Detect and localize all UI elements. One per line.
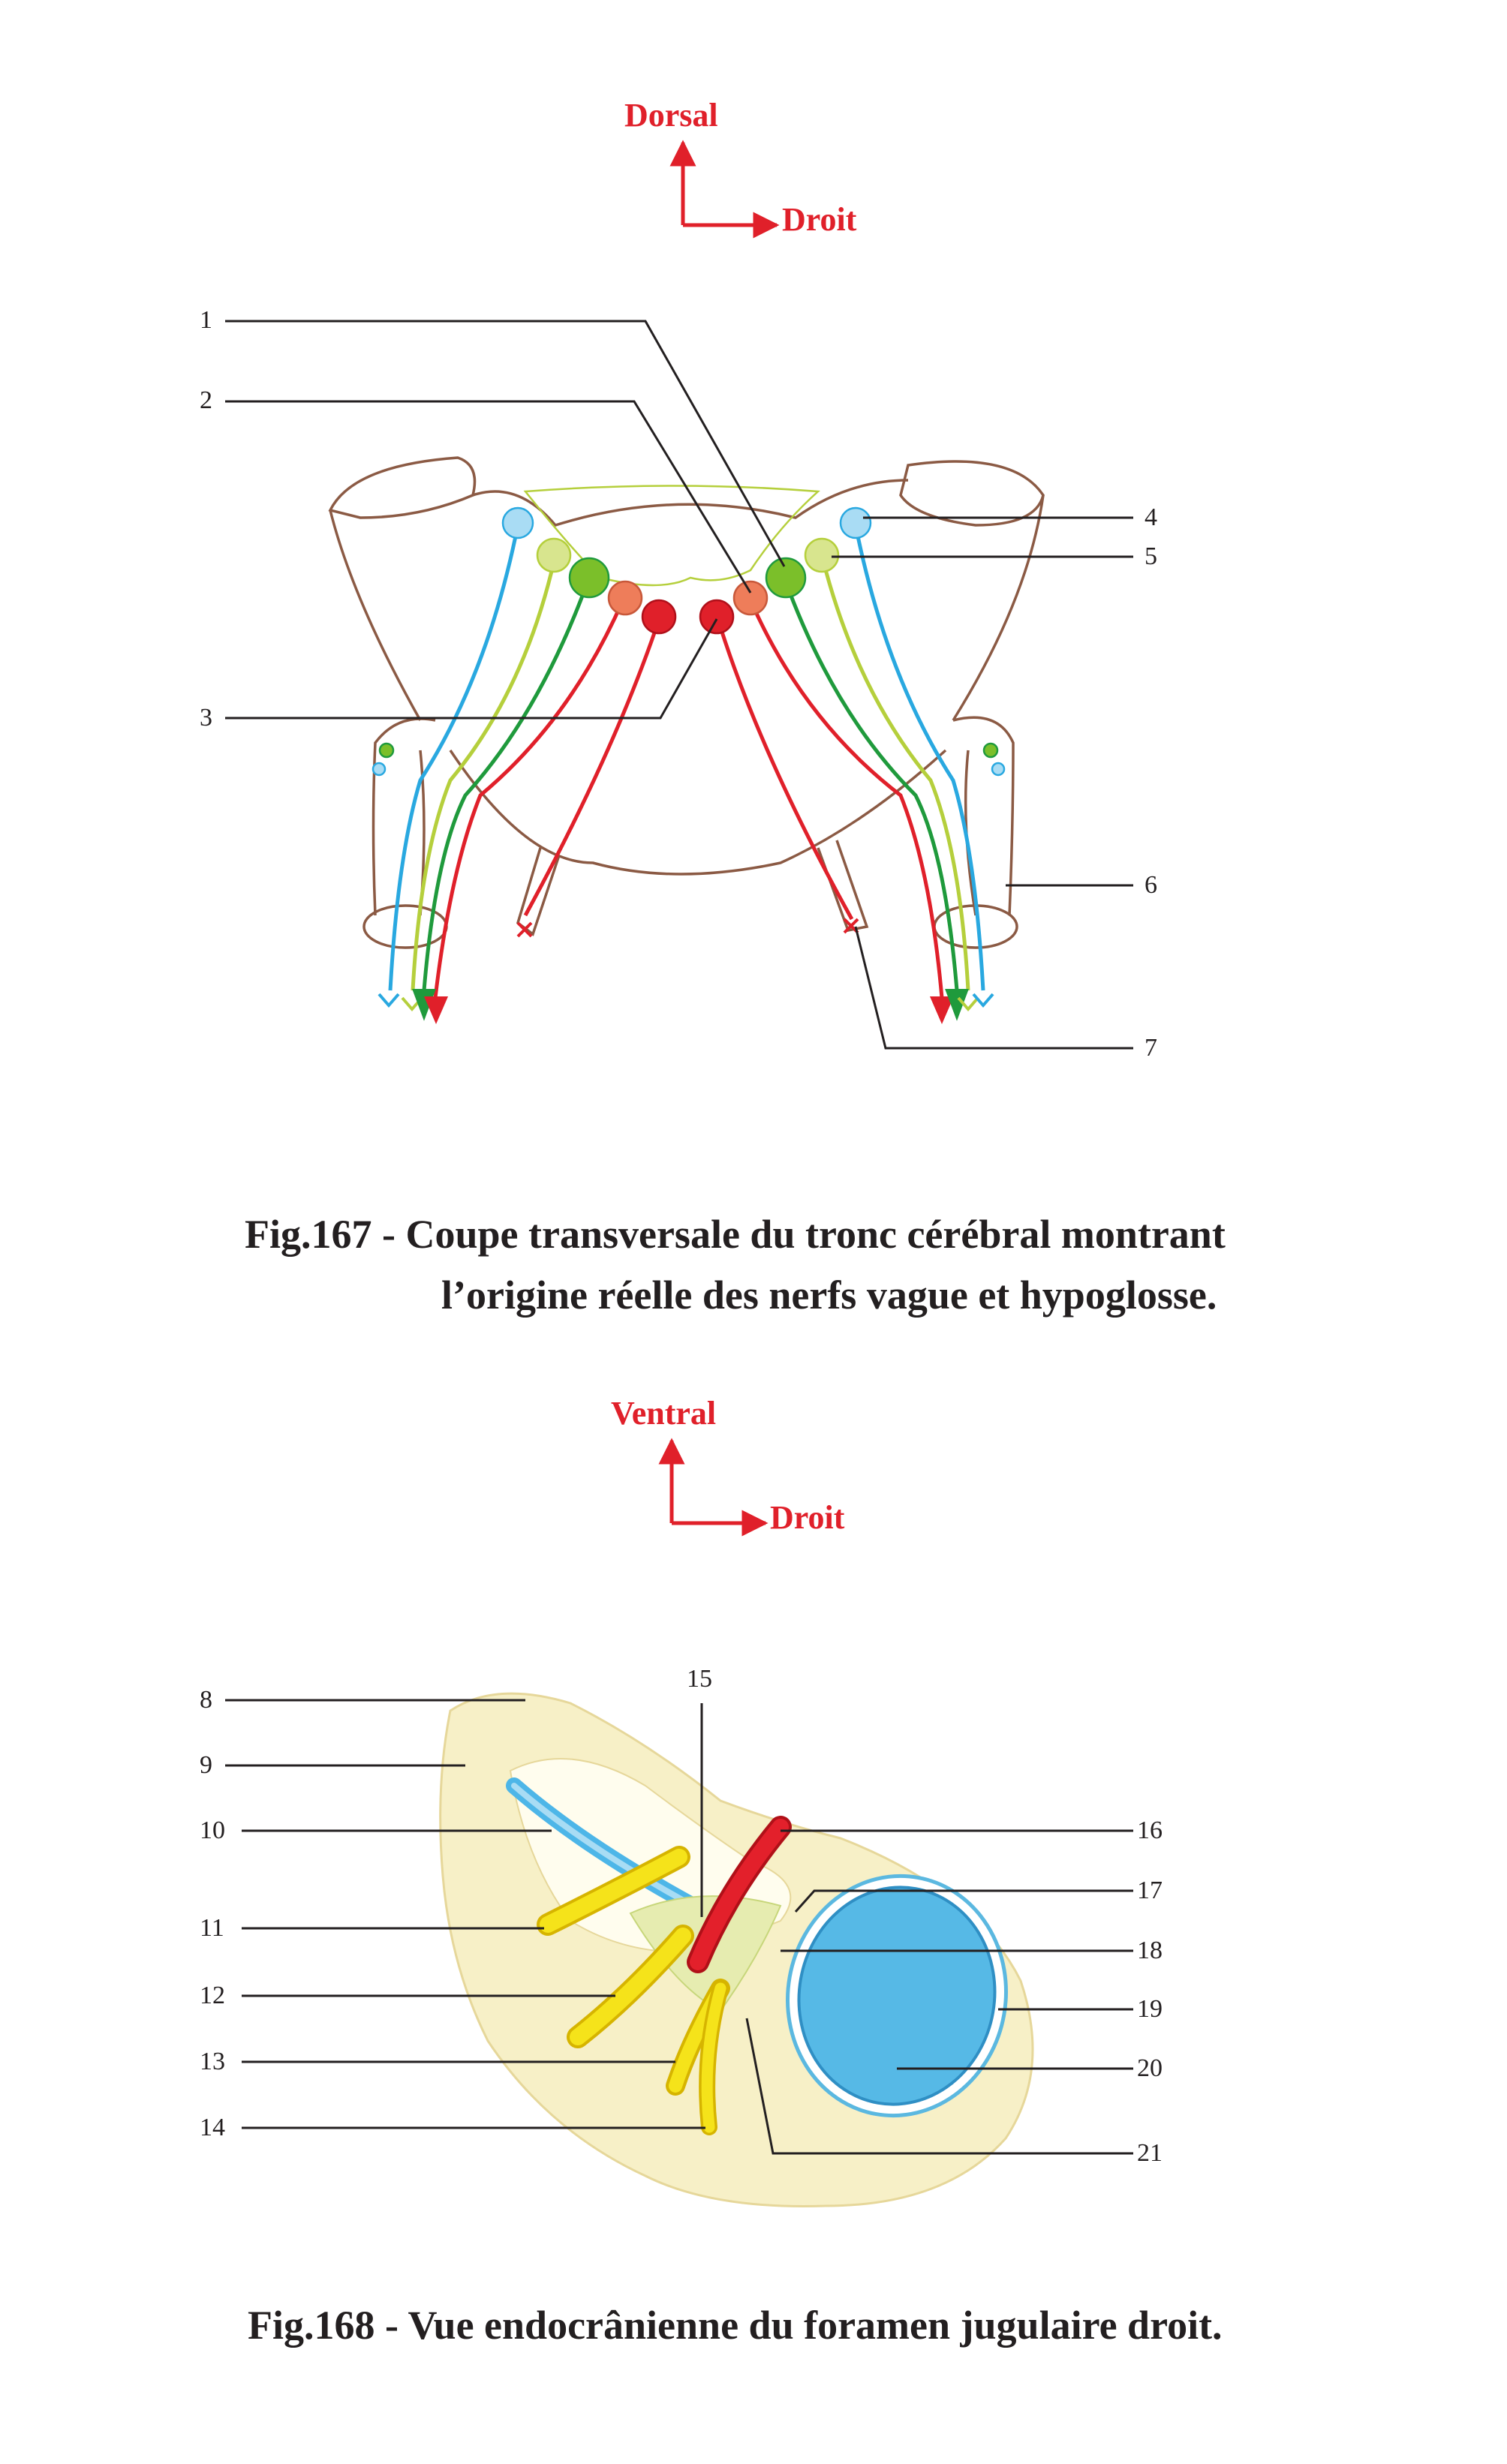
nuclei bbox=[371, 506, 1006, 777]
orientation-indicator-168: Ventral Droit bbox=[611, 1395, 845, 1537]
label-8: 8 bbox=[200, 1686, 212, 1714]
right-label-168: Droit bbox=[770, 1499, 845, 1536]
nerves-168 bbox=[537, 1846, 730, 2135]
label-11: 11 bbox=[200, 1914, 224, 1942]
label-6: 6 bbox=[1145, 871, 1157, 899]
label-10: 10 bbox=[200, 1816, 225, 1844]
nucleus-right-salmon bbox=[732, 580, 769, 616]
number-labels-168: 8 9 10 11 12 13 14 15 16 17 18 19 20 21 bbox=[200, 1665, 1163, 2167]
nucleus-left-salmon bbox=[607, 580, 643, 616]
figure-167: Dorsal Droit bbox=[200, 97, 1226, 1318]
nerve-fibers bbox=[388, 524, 985, 999]
label-20: 20 bbox=[1137, 2054, 1163, 2082]
nucleus-left-lightgreen bbox=[536, 537, 572, 573]
label-19: 19 bbox=[1137, 1995, 1163, 2023]
jugular-bulb bbox=[786, 1874, 1008, 2118]
nucleus-right-blue bbox=[839, 506, 872, 539]
leader-lines-167 bbox=[225, 320, 1133, 1050]
label-7: 7 bbox=[1145, 1034, 1157, 1062]
label-4: 4 bbox=[1145, 503, 1157, 531]
caption-168: Fig.168 - Vue endocrânienne du foramen j… bbox=[248, 2303, 1223, 2348]
label-15: 15 bbox=[687, 1665, 712, 1693]
nucleus-left-green bbox=[568, 557, 610, 599]
brainstem-section bbox=[328, 456, 1045, 949]
label-5: 5 bbox=[1145, 542, 1157, 570]
label-1: 1 bbox=[200, 306, 212, 334]
fiber-arrowheads bbox=[378, 918, 994, 1025]
caption-167-line2: l’origine réelle des nerfs vague et hypo… bbox=[441, 1273, 1217, 1318]
ventral-label: Ventral bbox=[611, 1395, 716, 1432]
label-2: 2 bbox=[200, 386, 212, 414]
label-17: 17 bbox=[1137, 1877, 1163, 1904]
dorsal-label: Dorsal bbox=[624, 97, 718, 134]
label-9: 9 bbox=[200, 1751, 212, 1779]
label-21: 21 bbox=[1137, 2139, 1163, 2167]
label-16: 16 bbox=[1137, 1816, 1163, 1844]
figure-168: Ventral Droit bbox=[200, 1395, 1223, 2348]
number-labels-167: 1 2 3 4 5 6 7 bbox=[200, 306, 1157, 1062]
nucleus-left-blue bbox=[501, 506, 534, 539]
label-14: 14 bbox=[200, 2114, 225, 2141]
label-13: 13 bbox=[200, 2048, 225, 2075]
caption-167-line1: Fig.167 - Coupe transversale du tronc cé… bbox=[245, 1212, 1226, 1257]
label-12: 12 bbox=[200, 1982, 225, 2009]
label-3: 3 bbox=[200, 704, 212, 732]
nucleus-left-red bbox=[641, 599, 677, 635]
nucleus-right-red bbox=[699, 599, 735, 635]
leader-lines-168 bbox=[225, 1699, 1133, 2155]
nucleus-right-lightgreen bbox=[804, 537, 840, 573]
nucleus-right-green bbox=[765, 557, 807, 599]
label-18: 18 bbox=[1137, 1937, 1163, 1964]
orientation-indicator-167: Dorsal Droit bbox=[624, 97, 857, 239]
right-label-167: Droit bbox=[782, 201, 857, 238]
